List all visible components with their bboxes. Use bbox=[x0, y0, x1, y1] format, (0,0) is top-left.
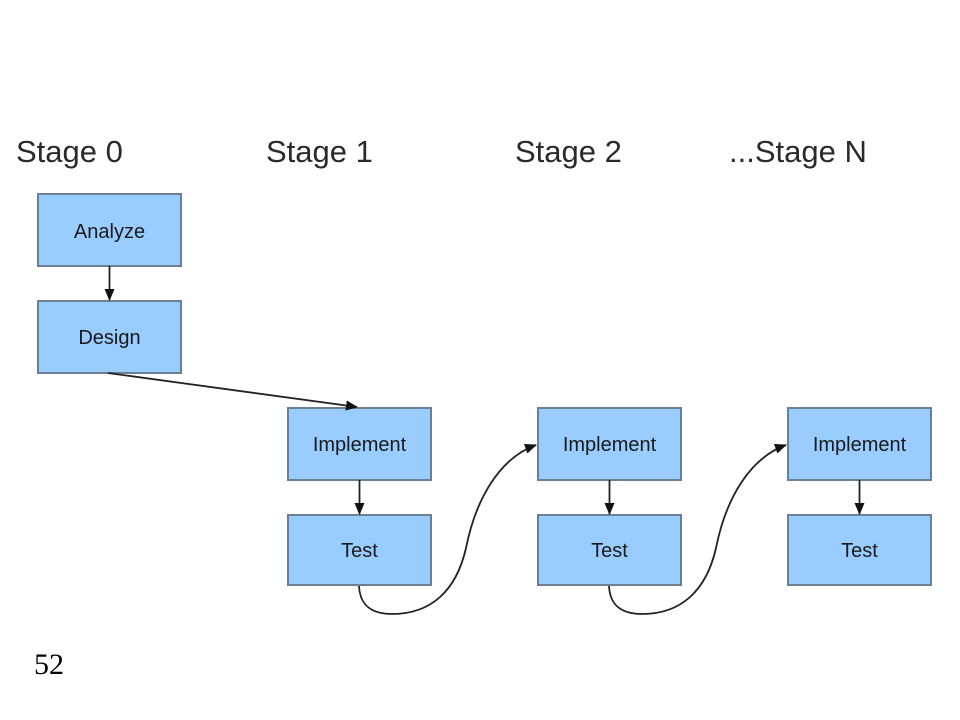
stage-0-label: Stage 0 bbox=[16, 134, 123, 169]
analyze-label: Analyze bbox=[74, 221, 145, 243]
stage-n-test-label: Test bbox=[841, 540, 878, 562]
stage-n-label: ...Stage N bbox=[729, 134, 867, 169]
stage-n-implement-label: Implement bbox=[813, 434, 907, 456]
arrow-stage-2-test-to-stage-n-implement bbox=[608, 444, 787, 615]
page-number: 52 bbox=[34, 648, 64, 681]
stage-1-label: Stage 1 bbox=[266, 134, 373, 169]
stage-1-implement-label: Implement bbox=[313, 434, 407, 456]
stage-2-test-box: Test bbox=[537, 514, 682, 586]
stage-n-test-box: Test bbox=[787, 514, 932, 586]
design-box: Design bbox=[37, 300, 182, 374]
stage-n-implement-box: Implement bbox=[787, 407, 932, 481]
stage-1-test-label: Test bbox=[341, 540, 378, 562]
stage-2-implement-label: Implement bbox=[563, 434, 657, 456]
arrow-stage-1-test-to-stage-2-implement bbox=[358, 444, 537, 615]
design-label: Design bbox=[78, 327, 140, 349]
stage-2-label: Stage 2 bbox=[515, 134, 622, 169]
analyze-box: Analyze bbox=[37, 193, 182, 267]
stage-1-implement-box: Implement bbox=[287, 407, 432, 481]
stage-1-test-box: Test bbox=[287, 514, 432, 586]
arrow-design-to-stage-1-implement bbox=[107, 372, 358, 411]
stage-2-test-label: Test bbox=[591, 540, 628, 562]
stage-2-implement-box: Implement bbox=[537, 407, 682, 481]
